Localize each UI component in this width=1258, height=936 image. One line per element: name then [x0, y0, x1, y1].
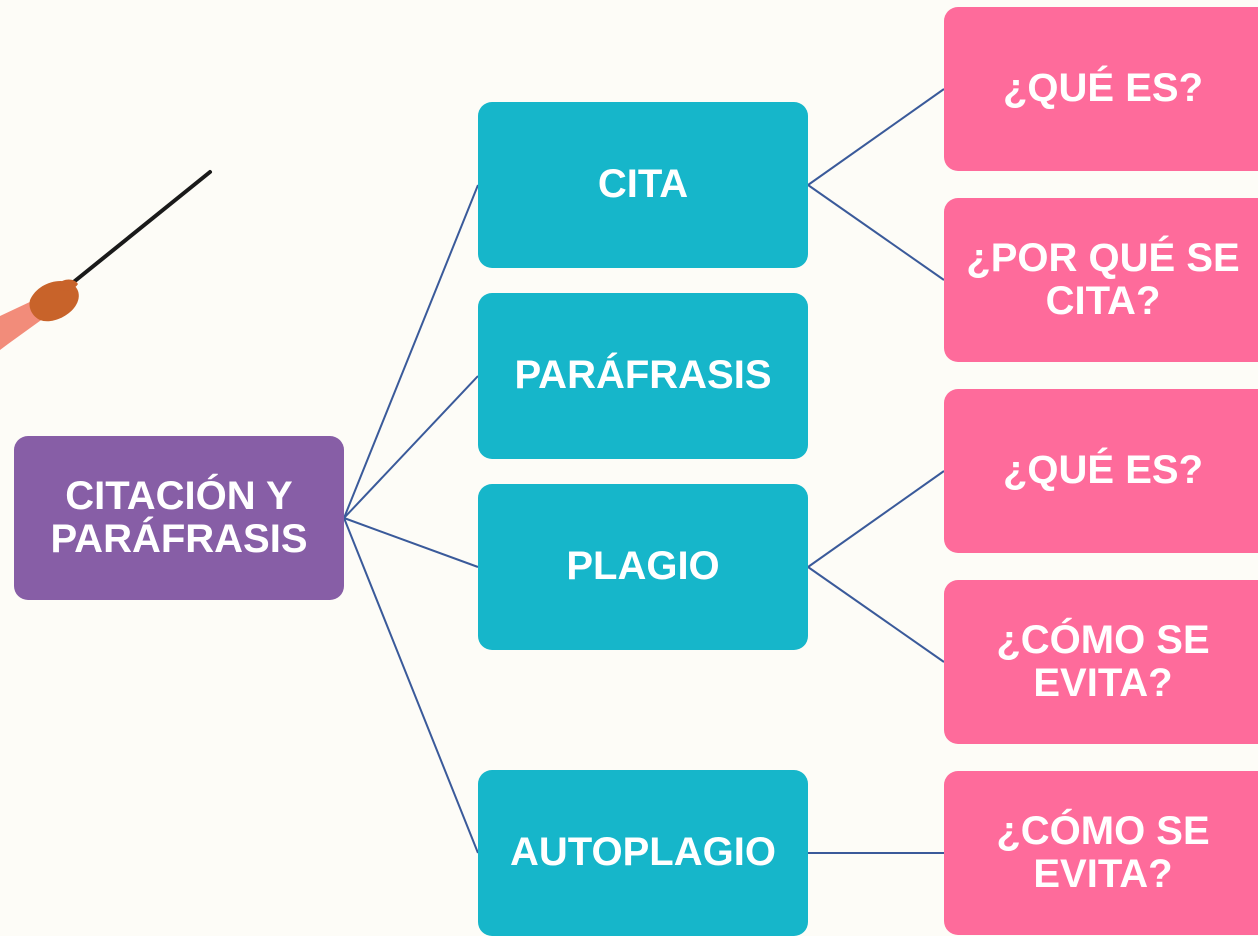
- branch-node-cita[interactable]: CITA: [478, 102, 808, 268]
- branch-node-parafrasis[interactable]: PARÁFRASIS: [478, 293, 808, 459]
- thumb-shape: [58, 279, 78, 291]
- leaf-node-label: ¿POR QUÉ SE CITA?: [966, 235, 1240, 323]
- leaf-node-label: ¿CÓMO SE EVITA?: [996, 617, 1210, 705]
- leaf-node-label: ¿CÓMO SE EVITA?: [996, 808, 1210, 896]
- connector-root-plagio: [343, 517, 479, 568]
- connector-root-cita: [343, 184, 479, 519]
- hand-holding-pointer-icon: [0, 170, 212, 350]
- root-node[interactable]: CITACIÓN Y PARÁFRASIS: [14, 436, 344, 600]
- leaf-node-plagio-como-evita[interactable]: ¿CÓMO SE EVITA?: [944, 580, 1258, 744]
- branch-node-label: PLAGIO: [566, 544, 720, 589]
- connector-root-parafrasis: [343, 375, 479, 519]
- connector-cita-por-que: [807, 184, 945, 281]
- leaf-node-plagio-que-es[interactable]: ¿QUÉ ES?: [944, 389, 1258, 553]
- leaf-node-cita-que-es[interactable]: ¿QUÉ ES?: [944, 7, 1258, 171]
- connector-plagio-como-evita: [807, 566, 945, 663]
- connector-plagio-que-es: [807, 470, 945, 568]
- branch-node-label: AUTOPLAGIO: [510, 830, 776, 875]
- hand-shape: [29, 280, 79, 322]
- connector-root-autoplagio: [343, 517, 479, 854]
- connector-cita-que-es: [807, 88, 945, 186]
- root-node-label: CITACIÓN Y PARÁFRASIS: [50, 473, 308, 561]
- leaf-node-label: ¿QUÉ ES?: [1002, 66, 1204, 111]
- branch-node-label: CITA: [597, 162, 689, 207]
- branch-node-autoplagio[interactable]: AUTOPLAGIO: [478, 770, 808, 936]
- branch-node-plagio[interactable]: PLAGIO: [478, 484, 808, 650]
- leaf-node-label: ¿QUÉ ES?: [1002, 448, 1204, 493]
- pointer-stick: [58, 170, 212, 295]
- leaf-node-cita-por-que[interactable]: ¿POR QUÉ SE CITA?: [944, 198, 1258, 362]
- branch-node-label: PARÁFRASIS: [514, 353, 772, 398]
- leaf-node-autoplagio-como-evita[interactable]: ¿CÓMO SE EVITA?: [944, 771, 1258, 935]
